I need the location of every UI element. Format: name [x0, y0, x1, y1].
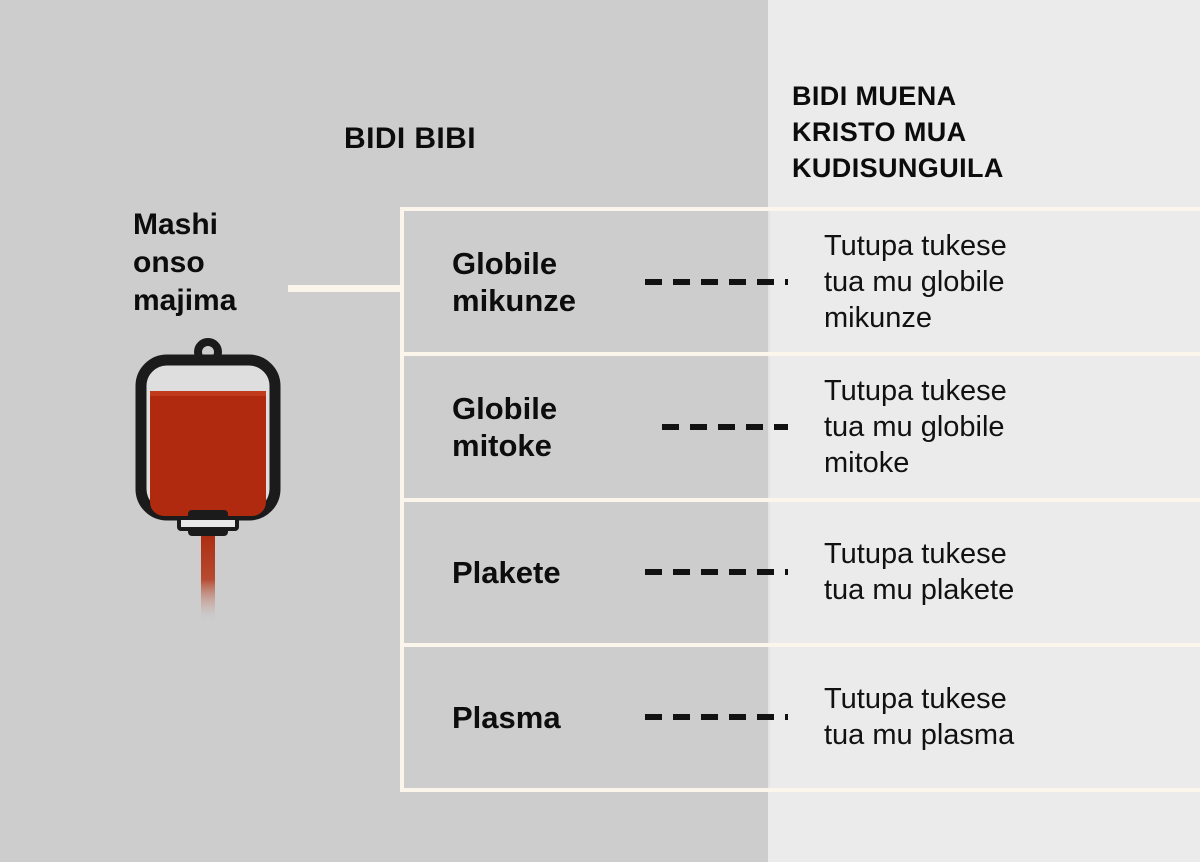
- right-heading-line-2: KRISTO MUA: [792, 117, 967, 147]
- right-column-heading: BIDI MUENA KRISTO MUA KUDISUNGUILA: [792, 78, 1132, 186]
- fraction-label-line-1: Tutupa tukese: [824, 538, 1007, 571]
- fraction-label-line-2: tua mu globile: [824, 265, 1005, 298]
- fraction-label-line-2: tua mu plasma: [824, 719, 1015, 752]
- left-column-heading: BIDI BIBI: [344, 122, 476, 155]
- fraction-cell: Tutupa tukese tua mu globile mitoke: [768, 356, 1200, 498]
- component-label-line-1: Globile: [452, 390, 558, 426]
- label-to-table-connector-line: [288, 285, 402, 292]
- fraction-cell: Tutupa tukese tua mu globile mikunze: [768, 211, 1200, 353]
- fraction-label: Tutupa tukese tua mu plakete: [824, 536, 1014, 608]
- fraction-label: Tutupa tukese tua mu globile mitoke: [824, 373, 1007, 481]
- fraction-label-line-1: Tutupa tukese: [824, 374, 1007, 407]
- component-label: Plasma: [452, 699, 561, 736]
- dashed-connector-icon: [662, 423, 788, 430]
- component-label-line-2: mitoke: [452, 427, 552, 463]
- table-row[interactable]: Plasma Tutupa tukese tua mu plasma: [400, 642, 1200, 792]
- whole-blood-label-line-2: onso: [133, 246, 205, 279]
- table-row[interactable]: Globile mikunze Tutupa tukese tua mu glo…: [400, 207, 1200, 357]
- fraction-label-line-3: mitoke: [824, 446, 910, 479]
- table-row[interactable]: Plakete Tutupa tukese tua mu plakete: [400, 497, 1200, 647]
- dashed-connector-icon: [645, 569, 788, 576]
- fraction-label-line-3: mikunze: [824, 301, 932, 334]
- dashed-connector-icon: [645, 278, 788, 285]
- fraction-cell: Tutupa tukese tua mu plakete: [768, 501, 1200, 643]
- table-row[interactable]: Globile mitoke Tutupa tukese tua mu glob…: [400, 352, 1200, 502]
- fraction-label: Tutupa tukese tua mu plasma: [824, 681, 1014, 753]
- component-label-line-1: Plasma: [452, 699, 561, 735]
- fraction-label: Tutupa tukese tua mu globile mikunze: [824, 228, 1007, 336]
- right-heading-line-1: BIDI MUENA: [792, 81, 957, 111]
- component-label-line-1: Globile: [452, 245, 558, 281]
- component-label: Plakete: [452, 554, 561, 591]
- fraction-label-line-1: Tutupa tukese: [824, 683, 1007, 716]
- fraction-cell: Tutupa tukese tua mu plasma: [768, 646, 1200, 788]
- whole-blood-label-line-3: majima: [133, 284, 237, 317]
- fraction-label-line-2: tua mu globile: [824, 410, 1005, 443]
- component-label: Globile mitoke: [452, 390, 557, 464]
- component-label-line-2: mikunze: [452, 282, 577, 318]
- component-label-line-1: Plakete: [452, 554, 561, 590]
- blood-components-table: Globile mikunze Tutupa tukese tua mu glo…: [400, 207, 1200, 804]
- fraction-label-line-2: tua mu plakete: [824, 574, 1015, 607]
- whole-blood-label: Mashi onso majima: [133, 206, 333, 320]
- component-label: Globile mikunze: [452, 245, 576, 319]
- fraction-label-line-1: Tutupa tukese: [824, 229, 1007, 262]
- right-heading-line-3: KUDISUNGUILA: [792, 153, 1004, 183]
- blood-bag-icon: [128, 338, 288, 628]
- whole-blood-label-line-1: Mashi: [133, 208, 219, 241]
- dashed-connector-icon: [645, 714, 788, 721]
